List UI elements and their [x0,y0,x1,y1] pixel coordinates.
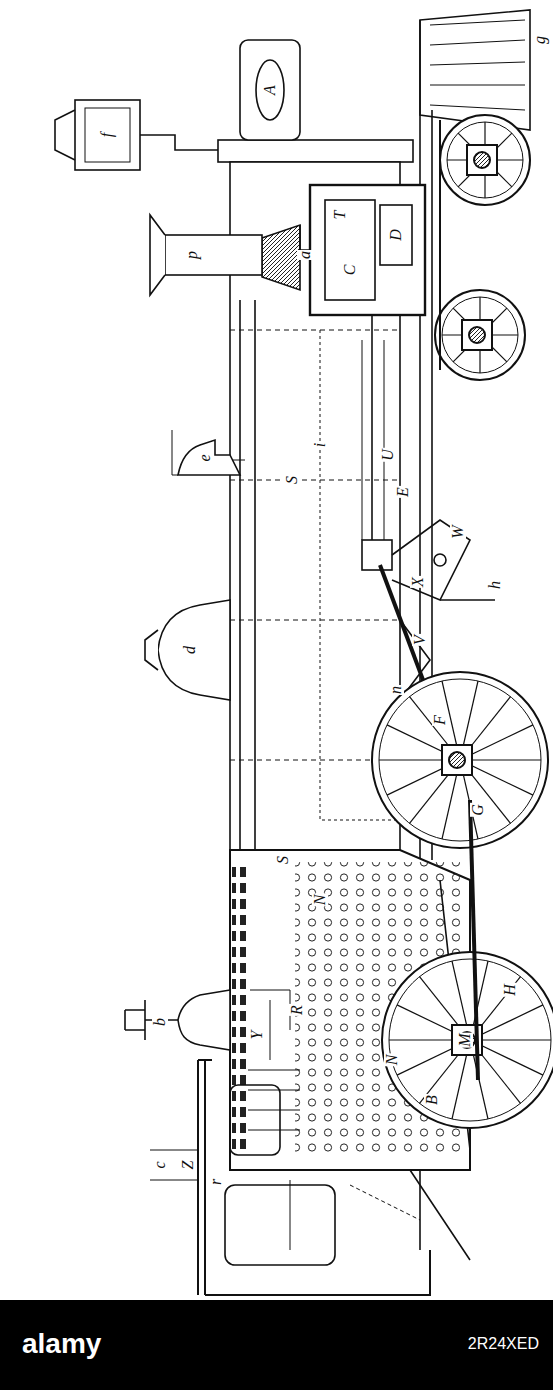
callout-letter: N [312,894,328,907]
drawing-stroke [420,10,530,130]
callout-letter: V [412,634,428,646]
callout-letter: n [388,685,404,695]
callout-letter: c [152,1160,168,1169]
drawing-stroke [384,340,385,540]
drawing-stroke [440,599,495,601]
drawing-stroke [389,959,551,1121]
drawing-stroke [362,340,363,540]
callout-letter: f [99,132,115,138]
drawing-stroke [230,1085,280,1155]
drawing-stroke [379,679,541,841]
callout-letter: B [424,1094,440,1106]
callout-letter: e [197,453,213,462]
drawing-stroke [250,990,290,1060]
drawing-stroke [372,672,548,848]
drawing-stroke [392,520,470,600]
drawing-stroke [474,152,490,168]
callout-letter: h [487,580,503,590]
drawing-stroke [442,297,518,373]
drawing-stroke [430,20,525,110]
callout-letter: R [289,1004,305,1016]
drawing-stroke [218,140,413,162]
drawing-stroke [172,430,245,475]
drawing-stroke [380,205,412,265]
drawing-stroke [165,235,262,275]
drawing-stroke [440,115,530,205]
callout-letter: Z [180,1160,196,1171]
callout-letter: p [184,250,200,260]
drawing-stroke [240,40,300,140]
callout-letter: A [262,84,278,96]
drawing-stroke [55,110,218,160]
drawing-stroke [262,225,300,290]
drawing-stroke [462,320,492,350]
drawing-stroke [449,752,465,768]
drawing-stroke [178,990,230,1050]
drawing-stroke [85,108,130,162]
drawing-stroke [225,1185,335,1265]
callout-letter: i [312,442,328,448]
drawing-stroke [125,1000,178,1040]
drawing-stroke [150,1150,290,1250]
drawing-stroke [178,440,240,475]
drawing-stroke [371,315,373,560]
drawing-stroke [150,215,165,295]
drawing-stroke [310,185,425,315]
drawing-stroke [240,300,312,905]
drawing-stroke [256,60,284,120]
callout-letter: X [410,576,426,588]
callout-letter: M [457,1032,473,1047]
drawing-stroke [467,145,497,175]
callout-letter: Y [249,1030,265,1041]
drawing-stroke [300,225,310,250]
drawing-stroke [362,540,392,570]
drawing-stroke [434,554,446,566]
drawing-stroke [198,1060,430,1295]
callout-letter: W [450,524,466,539]
drawing-stroke [442,745,472,775]
drawing-stroke [0,1300,553,1390]
callout-letter: g [532,35,548,45]
drawing-stroke [439,120,441,370]
drawing-stroke [75,100,140,170]
watermark-logo: alamy [22,1328,101,1360]
callout-letter: S [275,855,291,865]
callout-letter: U [380,448,396,462]
callout-letter: T [332,210,348,221]
drawing-stroke [447,122,523,198]
drawing-stroke [469,327,485,343]
callout-letter: E [395,486,411,498]
callout-letter: C [342,264,358,277]
callout-letter: D [388,228,404,242]
callout-letter: G [470,803,486,817]
callout-letter: F [432,714,448,726]
drawing-stroke [248,1070,300,1130]
callout-letter: b [152,1017,168,1027]
drawing-stroke [158,600,230,700]
drawing-stroke [435,290,525,380]
drawing-stroke [350,1185,420,1220]
callout-letter: S [284,475,300,485]
drawing-stroke [325,200,375,300]
drawing-stroke [372,115,553,1128]
drawing-stroke [382,952,553,1128]
callout-letter: d [182,645,198,655]
callout-letter: H [502,983,518,997]
callout-letter: r [208,1178,224,1186]
watermark-code: 2R24XED [468,1335,539,1353]
callout-letter: N [384,1054,400,1067]
drawing-stroke [145,630,158,670]
drawing-stroke [232,862,246,1152]
callout-letter: a [297,250,313,260]
